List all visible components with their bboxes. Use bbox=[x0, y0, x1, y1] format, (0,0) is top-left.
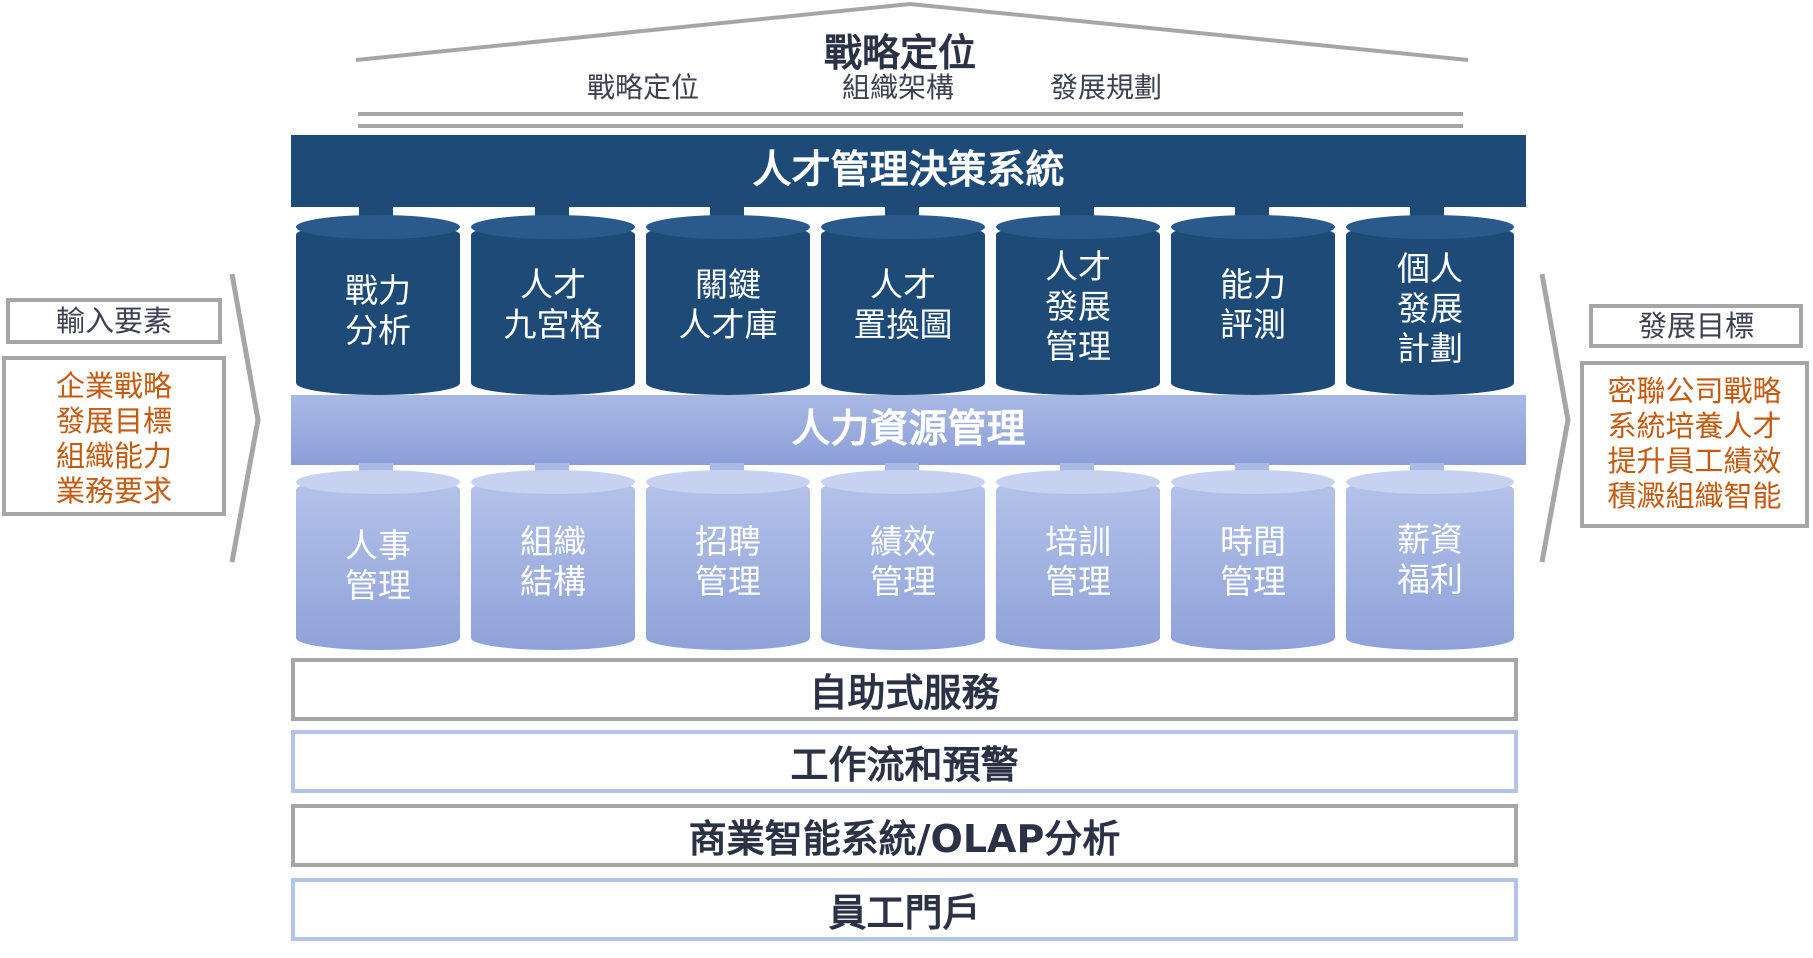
hr-module: 績效 管理 bbox=[821, 470, 985, 650]
strategy-item: 發展規劃 bbox=[1049, 71, 1162, 104]
self-service-layer: 自助式服務 bbox=[291, 658, 1518, 721]
hr-module: 薪資 福利 bbox=[1346, 470, 1514, 650]
output-item: 積澱組織智能 bbox=[1607, 479, 1782, 513]
decision-module: 人才 置換圖 bbox=[821, 215, 985, 395]
decision-module: 人才 發展 管理 bbox=[996, 215, 1160, 395]
decision-module: 個人 發展 計劃 bbox=[1346, 215, 1514, 395]
input-item: 業務要求 bbox=[55, 474, 172, 508]
input-item: 發展目標 bbox=[55, 404, 172, 438]
input-item: 企業戰略 bbox=[55, 369, 172, 403]
hr-module: 招聘 管理 bbox=[646, 470, 810, 650]
input-item: 組織能力 bbox=[55, 439, 172, 473]
decision-system-band: 人才管理決策系統 bbox=[291, 135, 1526, 207]
strategy-item: 組織架構 bbox=[841, 71, 954, 104]
output-item: 密聯公司戰略 bbox=[1607, 374, 1782, 408]
input-title: 輸入要素 bbox=[6, 298, 222, 344]
bi-olap-layer: 商業智能系統/OLAP分析 bbox=[291, 804, 1518, 867]
decision-module: 能力 評測 bbox=[1171, 215, 1335, 395]
workflow-alert-layer: 工作流和預警 bbox=[291, 730, 1518, 793]
left-chevron bbox=[229, 273, 261, 563]
hr-module: 時間 管理 bbox=[1171, 470, 1335, 650]
hr-module: 培訓 管理 bbox=[996, 470, 1160, 650]
right-chevron bbox=[1539, 273, 1571, 563]
output-items-box: 密聯公司戰略 系統培養人才 提升員工績效 積澱組織智能 bbox=[1580, 361, 1809, 528]
strategy-item: 戰略定位 bbox=[586, 71, 699, 104]
decision-module: 戰力 分析 bbox=[296, 215, 460, 395]
hr-management-band: 人力資源管理 bbox=[291, 395, 1526, 465]
hr-module: 組織 結構 bbox=[471, 470, 635, 650]
output-item: 系統培養人才 bbox=[1607, 409, 1782, 443]
employee-portal-layer: 員工門戶 bbox=[291, 878, 1518, 941]
hr-module: 人事 管理 bbox=[296, 470, 460, 650]
output-item: 提升員工績效 bbox=[1607, 444, 1782, 478]
input-items-box: 企業戰略 發展目標 組織能力 業務要求 bbox=[2, 356, 226, 516]
output-title: 發展目標 bbox=[1589, 304, 1803, 348]
strategy-title: 戰略定位 bbox=[823, 31, 976, 75]
decision-module: 人才 九宮格 bbox=[471, 215, 635, 395]
decision-module: 關鍵 人才庫 bbox=[646, 215, 810, 395]
